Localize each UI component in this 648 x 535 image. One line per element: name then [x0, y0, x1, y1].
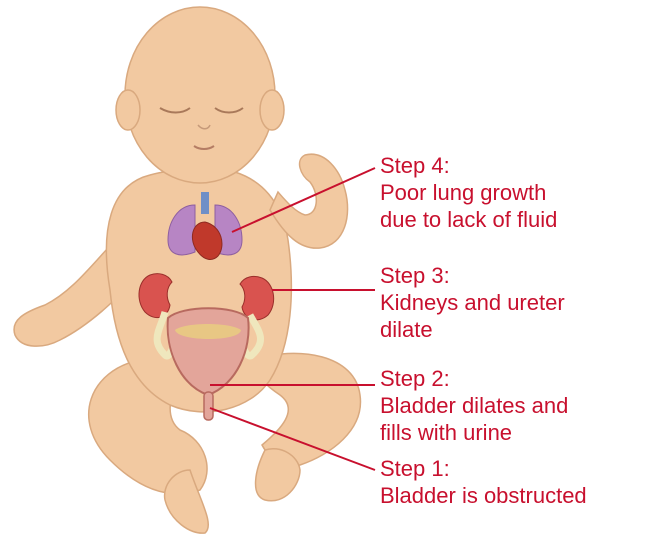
step-4-label: Step 4: Poor lung growth due to lack of … — [380, 152, 557, 233]
step-3-line-2: dilate — [380, 316, 565, 343]
baby-body — [14, 7, 360, 533]
head — [125, 7, 275, 183]
right-foot — [256, 449, 300, 501]
left-kidney — [139, 274, 172, 318]
step-3-label: Step 3: Kidneys and ureter dilate — [380, 262, 565, 343]
urethra — [204, 392, 213, 420]
step-3-line-1: Kidneys and ureter — [380, 289, 565, 316]
step-4-line-2: due to lack of fluid — [380, 206, 557, 233]
step-2-line-1: Bladder dilates and — [380, 392, 568, 419]
step-2-line-2: fills with urine — [380, 419, 568, 446]
right-ear — [260, 90, 284, 130]
step-4-title: Step 4: — [380, 152, 557, 179]
step-1-line-1: Bladder is obstructed — [380, 482, 587, 509]
step-2-label: Step 2: Bladder dilates and fills with u… — [380, 365, 568, 446]
step-4-line-1: Poor lung growth — [380, 179, 557, 206]
step-3-title: Step 3: — [380, 262, 565, 289]
trachea — [201, 192, 209, 214]
right-kidney — [240, 276, 274, 319]
step-1-label: Step 1: Bladder is obstructed — [380, 455, 587, 509]
step-2-title: Step 2: — [380, 365, 568, 392]
step-1-title: Step 1: — [380, 455, 587, 482]
left-ear — [116, 90, 140, 130]
